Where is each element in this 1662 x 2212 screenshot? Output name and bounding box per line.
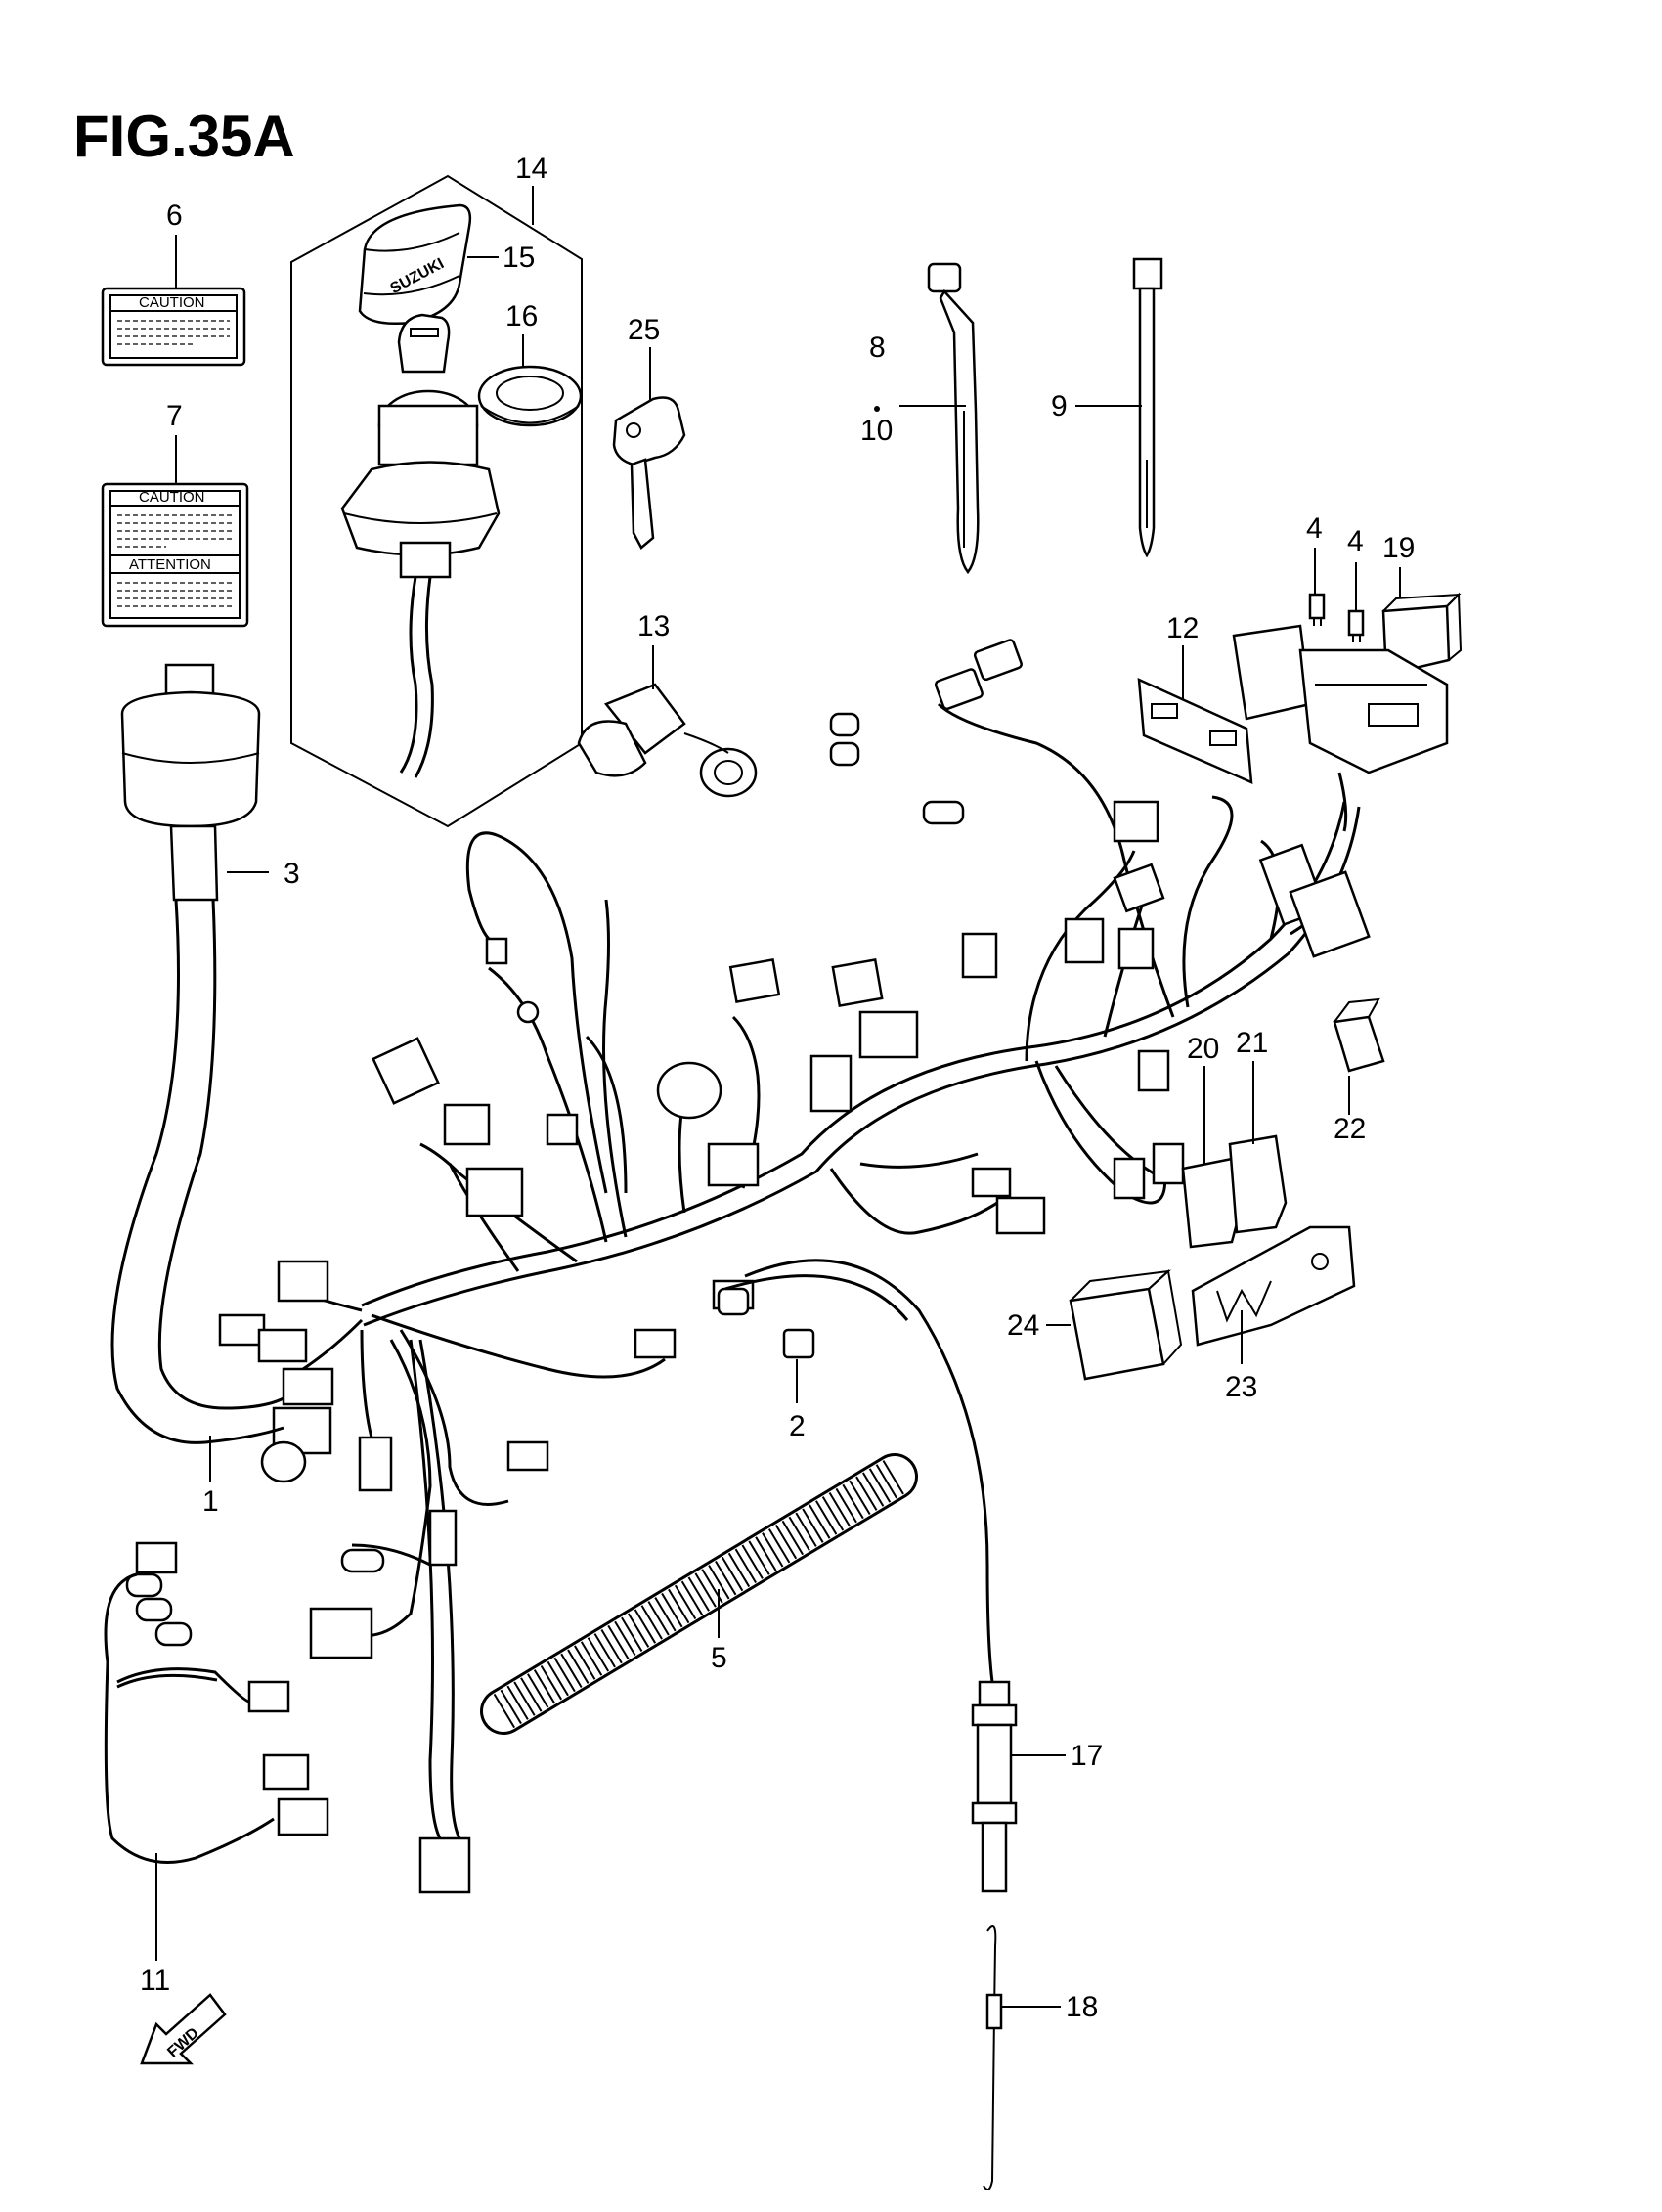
harness-boot-3 — [110, 663, 284, 1444]
fuse-4a — [1308, 593, 1326, 626]
nut-ring-16 — [477, 365, 583, 427]
harness-connectors — [218, 639, 1371, 1894]
callout-5: 5 — [711, 1642, 727, 1674]
attention-text-7: ATTENTION — [129, 556, 211, 573]
clip-18 — [983, 1925, 1003, 2190]
callout-15: 15 — [503, 242, 535, 274]
sub-harness-11 — [104, 1541, 329, 1864]
callout-17: 17 — [1071, 1740, 1103, 1772]
bracket-12 — [1137, 677, 1253, 784]
clamp-8-10 — [927, 262, 980, 575]
cap-2 — [782, 1328, 815, 1359]
callout-4a: 4 — [1306, 512, 1323, 545]
caution-text-7: CAUTION — [139, 489, 205, 506]
callout-3: 3 — [284, 858, 300, 890]
callout-23: 23 — [1225, 1371, 1257, 1403]
callout-10: 10 — [860, 415, 893, 447]
callout-11: 11 — [140, 1965, 170, 1997]
callout-1: 1 — [202, 1485, 219, 1518]
relay-24 — [1069, 1269, 1183, 1381]
callout-7: 7 — [166, 400, 183, 432]
callout-8: 8 — [869, 332, 886, 364]
key-cover-15: SUZUKI — [358, 203, 472, 325]
socket-13 — [577, 683, 758, 798]
callout-22: 22 — [1334, 1113, 1366, 1145]
fwd-arrow: FWD — [140, 1993, 227, 2065]
callout-numbers: 6 7 14 15 16 25 8 10 9 4 4 19 12 13 3 22… — [140, 153, 1415, 2023]
ignition-switch-body — [340, 313, 501, 778]
key-25 — [612, 396, 686, 550]
corrugated-tube-5 — [480, 1453, 918, 1735]
callout-14: 14 — [515, 153, 547, 185]
leader-lines — [155, 186, 1401, 2008]
callout-21: 21 — [1236, 1027, 1268, 1059]
sensor-17 — [717, 1259, 1018, 1893]
callout-19: 19 — [1382, 532, 1415, 564]
connector-21 — [1228, 1134, 1288, 1234]
caution-label-6: CAUTION — [101, 287, 246, 367]
callout-8-10-dot — [874, 406, 880, 412]
callout-13: 13 — [637, 610, 670, 642]
fuse-4b — [1347, 609, 1365, 642]
callout-24: 24 — [1007, 1309, 1039, 1342]
callout-9: 9 — [1051, 390, 1068, 422]
cable-tie-9 — [1132, 257, 1163, 558]
main-wiring-harness-1 — [292, 702, 1361, 1839]
bracket-23 — [1191, 1225, 1356, 1347]
caution-text-6: CAUTION — [139, 294, 205, 311]
ignition-switch-group-box — [290, 174, 583, 828]
callout-16: 16 — [505, 300, 538, 332]
callout-6: 6 — [166, 199, 183, 232]
callout-25: 25 — [628, 314, 660, 346]
fuse-box — [1232, 624, 1449, 832]
callout-2: 2 — [789, 1410, 806, 1442]
callout-20: 20 — [1187, 1033, 1219, 1065]
figure-title: FIG.35A — [73, 104, 295, 169]
connector-22 — [1333, 997, 1385, 1073]
callout-4b: 4 — [1347, 525, 1364, 557]
callout-12: 12 — [1166, 612, 1199, 644]
caution-attention-label-7: CAUTION ATTENTION — [101, 482, 249, 628]
callout-18: 18 — [1066, 1991, 1098, 2023]
